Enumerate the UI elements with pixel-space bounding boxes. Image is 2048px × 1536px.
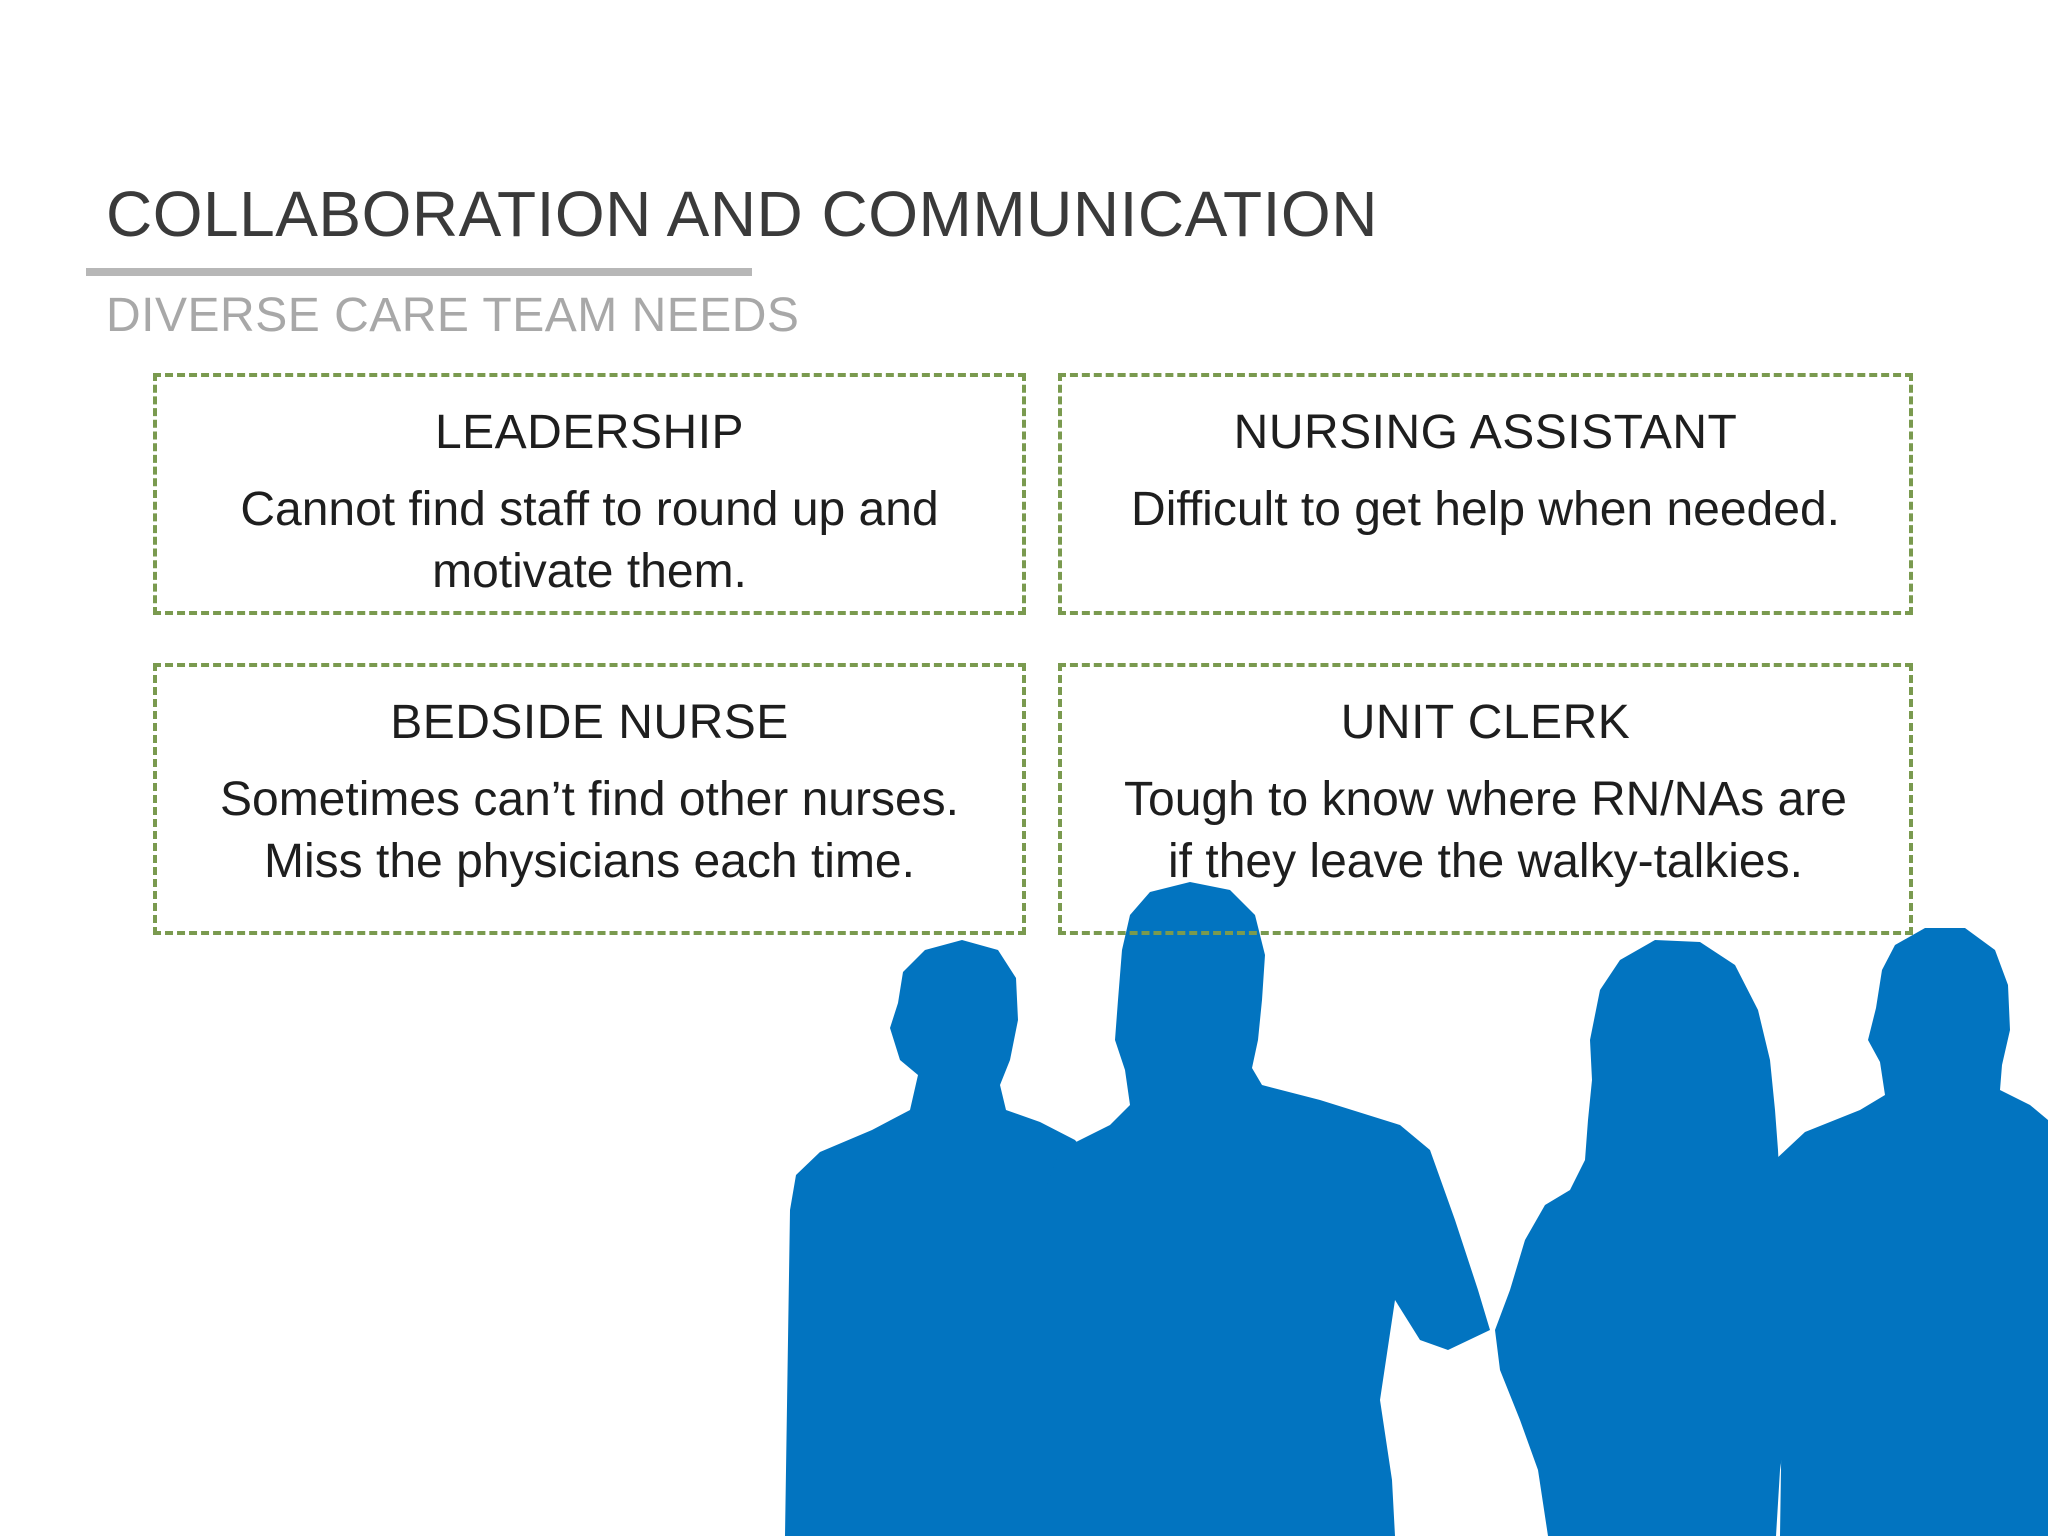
- slide-title: COLLABORATION AND COMMUNICATION: [106, 178, 1378, 250]
- card-body-line: motivate them.: [432, 545, 747, 598]
- card-body: Difficult to get help when needed.: [1062, 479, 1909, 541]
- silhouette-person-3: [1495, 940, 1810, 1536]
- slide-subtitle: DIVERSE CARE TEAM NEEDS: [106, 289, 800, 342]
- silhouette-person-4: [1770, 928, 2048, 1536]
- card-body-line: Tough to know where RN/NAs are: [1124, 773, 1847, 826]
- card-unit-clerk: UNIT CLERK Tough to know where RN/NAs ar…: [1058, 663, 1913, 935]
- card-body-line: Difficult to get help when needed.: [1131, 483, 1840, 536]
- card-body: Sometimes can’t find other nurses. Miss …: [157, 769, 1022, 893]
- card-body-line: Sometimes can’t find other nurses.: [219, 773, 959, 826]
- card-heading: UNIT CLERK: [1340, 696, 1631, 749]
- card-body-line: Cannot find staff to round up and: [240, 483, 939, 536]
- card-body: Cannot find staff to round up and motiva…: [157, 479, 1022, 603]
- card-nursing-assistant: NURSING ASSISTANT Difficult to get help …: [1058, 373, 1913, 615]
- card-body: Tough to know where RN/NAs are if they l…: [1062, 769, 1909, 893]
- card-body-line: if they leave the walky-talkies.: [1168, 835, 1803, 888]
- card-bedside-nurse: BEDSIDE NURSE Sometimes can’t find other…: [153, 663, 1026, 935]
- card-heading: BEDSIDE NURSE: [390, 696, 789, 749]
- card-leadership: LEADERSHIP Cannot find staff to round up…: [153, 373, 1026, 615]
- title-underline: [86, 268, 752, 276]
- silhouette-person-1: [785, 940, 1100, 1536]
- card-heading: NURSING ASSISTANT: [1233, 406, 1738, 459]
- silhouette-person-2: [1040, 882, 1490, 1536]
- card-heading: LEADERSHIP: [434, 406, 745, 459]
- card-body-line: Miss the physicians each time.: [264, 835, 915, 888]
